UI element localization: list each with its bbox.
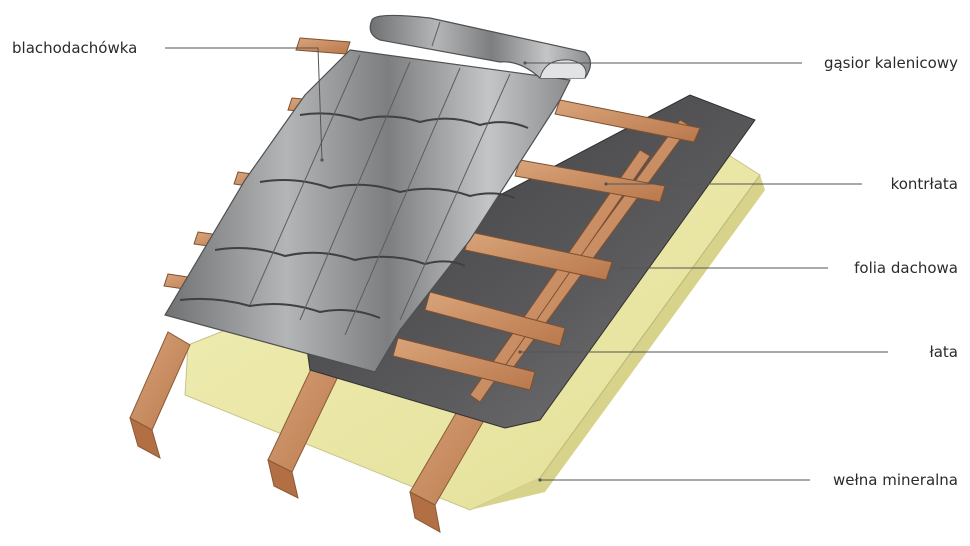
label-lata: łata	[929, 343, 958, 361]
metal-roof-tiles	[164, 49, 571, 373]
label-folia-dachowa: folia dachowa	[854, 259, 958, 277]
label-blachodachowka: blachodachówka	[12, 39, 138, 57]
label-gasior-kalenicowy: gąsior kalenicowy	[823, 54, 958, 72]
label-welna-mineralna: wełna mineralna	[833, 471, 958, 489]
leader-dots	[320, 61, 624, 482]
leader-lines	[165, 47, 888, 481]
leader-blachodachowka	[165, 47, 323, 161]
label-kontrlata: kontrłata	[890, 175, 958, 193]
ridge-tile	[369, 14, 592, 79]
